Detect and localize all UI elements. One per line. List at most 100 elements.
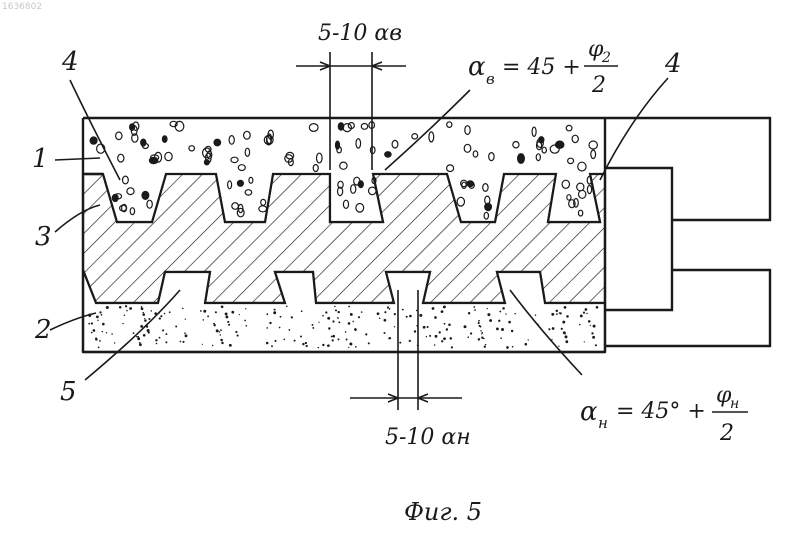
sand-particle	[348, 306, 350, 308]
sand-particle	[220, 329, 222, 331]
sand-particle	[331, 336, 333, 338]
top-width-label: 5-10 αв	[318, 21, 402, 46]
svg-text:2: 2	[591, 73, 606, 98]
sand-particle	[274, 309, 276, 311]
sand-particle	[338, 338, 340, 340]
svg-text:α: α	[468, 52, 486, 82]
sand-particle	[579, 324, 581, 326]
sand-particle	[142, 312, 143, 313]
sand-particle	[159, 337, 161, 339]
sand-particle	[325, 311, 327, 313]
sand-particle	[327, 317, 330, 320]
sand-particle	[235, 331, 237, 333]
sand-particle	[220, 334, 221, 335]
aggregate-particle	[485, 203, 492, 210]
label-1: 1	[32, 144, 49, 174]
sand-particle	[160, 315, 162, 317]
sand-particle	[474, 309, 476, 311]
sand-particle	[266, 313, 268, 315]
sand-particle	[102, 323, 105, 326]
sand-particle	[213, 323, 215, 325]
sand-particle	[473, 306, 475, 308]
sand-particle	[165, 333, 167, 335]
aggregate-particle	[90, 137, 97, 144]
sand-particle	[394, 326, 395, 327]
sand-particle	[479, 325, 481, 327]
sand-particle	[302, 343, 304, 345]
sand-particle	[279, 327, 281, 329]
sand-particle	[289, 329, 291, 331]
sand-particle	[225, 315, 228, 318]
aggregate-particle	[112, 194, 118, 201]
sand-particle	[140, 325, 143, 328]
aggregate-particle	[556, 141, 564, 148]
sand-particle	[244, 320, 246, 322]
sand-particle	[434, 344, 436, 346]
sand-particle	[328, 327, 330, 329]
svg-text:2: 2	[719, 421, 734, 446]
sand-particle	[552, 327, 555, 330]
sand-particle	[451, 346, 453, 348]
sand-particle	[591, 332, 593, 334]
side-mold	[605, 118, 770, 346]
sand-particle	[349, 343, 352, 346]
svg-text:н: н	[598, 414, 608, 432]
sand-particle	[141, 307, 144, 310]
sand-particle	[388, 338, 390, 340]
sand-particle	[427, 326, 429, 328]
sand-particle	[498, 320, 500, 322]
label-3: 3	[35, 222, 52, 252]
sand-particle	[182, 308, 184, 310]
sand-particle	[322, 315, 324, 317]
sand-particle	[111, 333, 113, 335]
sand-particle	[216, 329, 219, 332]
sand-particle	[514, 313, 516, 315]
sand-particle	[434, 316, 437, 319]
label-5: 5	[60, 377, 77, 407]
sand-particle	[506, 346, 509, 349]
sand-particle	[318, 347, 319, 348]
sand-particle	[294, 340, 296, 342]
sand-particle	[125, 305, 127, 307]
sand-particle	[312, 327, 314, 329]
sand-particle	[468, 312, 470, 314]
sand-particle	[274, 340, 276, 342]
aggregate-particle	[539, 137, 544, 143]
sand-particle	[478, 338, 480, 340]
sand-particle	[165, 341, 167, 343]
sand-particle	[327, 345, 329, 347]
sand-particle	[438, 331, 440, 333]
sand-particle	[502, 307, 505, 310]
sand-particle	[98, 347, 100, 349]
sand-particle	[389, 308, 391, 310]
sand-particle	[358, 316, 360, 318]
sand-particle	[148, 318, 150, 320]
sand-particle	[141, 306, 143, 308]
sand-particle	[478, 322, 480, 324]
aggregate-particle	[467, 181, 474, 187]
sand-particle	[483, 338, 484, 339]
sand-particle	[414, 330, 416, 332]
sand-particle	[148, 331, 150, 333]
sand-particle	[352, 321, 354, 323]
sand-particle	[419, 314, 422, 317]
sand-particle	[487, 308, 488, 309]
sand-particle	[269, 322, 271, 324]
bottom-angle-formula: α н = 45° + φ н 2	[580, 383, 748, 446]
sand-particle	[500, 337, 502, 339]
sand-particle	[368, 342, 370, 344]
sand-particle	[384, 311, 386, 313]
sand-particle	[91, 332, 93, 334]
sand-particle	[548, 328, 550, 330]
sand-particle	[444, 323, 446, 325]
sand-particle	[406, 316, 408, 318]
sand-particle	[467, 336, 469, 338]
sand-particle	[556, 313, 558, 315]
sand-particle	[291, 316, 293, 318]
sand-particle	[558, 346, 559, 347]
sand-particle	[93, 329, 96, 332]
sand-particle	[139, 342, 141, 344]
sand-particle	[271, 345, 273, 347]
sand-particle	[446, 328, 448, 330]
aggregate-particle	[237, 180, 243, 186]
